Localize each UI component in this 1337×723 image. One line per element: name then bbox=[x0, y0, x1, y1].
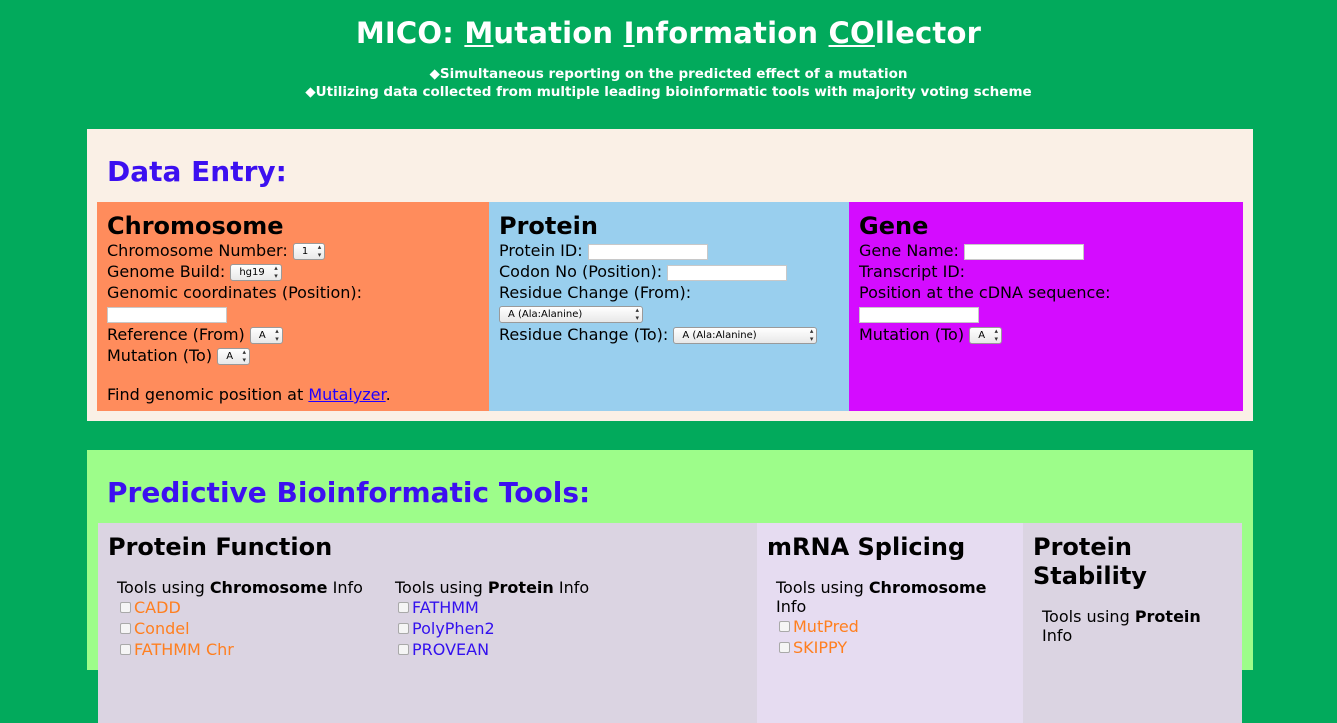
tool-polyphen2[interactable]: PolyPhen2 bbox=[395, 618, 589, 639]
residue-to-select[interactable]: A (Ala:Alanine) bbox=[673, 327, 818, 344]
tool-label: PROVEAN bbox=[412, 640, 490, 659]
checkbox[interactable] bbox=[779, 621, 790, 632]
genomic-coordinates-input[interactable] bbox=[107, 306, 227, 323]
tool-label: FATHMM bbox=[412, 598, 479, 617]
tool-provean[interactable]: PROVEAN bbox=[395, 639, 589, 660]
caption-bold: Protein bbox=[487, 578, 554, 597]
gene-name-input[interactable] bbox=[964, 243, 1084, 260]
caption-bold: Chromosome bbox=[868, 578, 987, 597]
title-text: I bbox=[623, 16, 635, 50]
title-text: nformation bbox=[634, 16, 829, 50]
tools-panel: Predictive Bioinformatic Tools: Protein … bbox=[87, 450, 1253, 723]
tool-cadd[interactable]: CADD bbox=[117, 597, 363, 618]
residue-from-label: Residue Change (From): bbox=[499, 283, 692, 302]
title-text: MICO: bbox=[355, 16, 465, 50]
protein-section: Protein Protein ID: Codon No (Position):… bbox=[489, 202, 849, 411]
feature-bullet: ◆Simultaneous reporting on the predicted… bbox=[429, 66, 908, 82]
mutation-select[interactable]: A bbox=[217, 348, 251, 365]
title-text: CO bbox=[828, 16, 875, 50]
tool-fathmm-chr[interactable]: FATHMM Chr bbox=[117, 639, 363, 660]
chromosome-number-label: Chromosome Number: bbox=[107, 241, 288, 260]
caption-text: Tools using bbox=[1042, 607, 1135, 626]
gene-heading: Gene bbox=[859, 212, 929, 240]
gene-section: Gene Gene Name: Transcript ID: Position … bbox=[849, 202, 1243, 411]
chromosome-number-select[interactable]: 1 bbox=[292, 243, 326, 260]
feature-bullet: ◆Utilizing data collected from multiple … bbox=[305, 84, 1032, 100]
title-text: M bbox=[464, 16, 494, 50]
checkbox[interactable] bbox=[120, 602, 131, 613]
data-entry-panel: Data Entry: Chromosome Chromosome Number… bbox=[87, 129, 1253, 421]
caption-text: Tools using bbox=[117, 578, 210, 597]
chromosome-heading: Chromosome bbox=[107, 212, 284, 240]
caption-bold: Chromosome bbox=[209, 578, 328, 597]
caption-text: Info bbox=[1042, 626, 1073, 645]
heading-line: Stability bbox=[1033, 562, 1147, 590]
gene-mutation-label: Mutation (To) bbox=[859, 325, 965, 344]
protein-tools-caption: Tools using Protein Info bbox=[395, 578, 589, 597]
checkbox[interactable] bbox=[398, 623, 409, 634]
title-text: utation bbox=[493, 16, 624, 50]
tool-label: FATHMM Chr bbox=[134, 640, 234, 659]
genome-build-label: Genome Build: bbox=[107, 262, 226, 281]
residue-from-select[interactable]: A (Ala:Alanine) bbox=[499, 306, 643, 323]
mutation-label: Mutation (To) bbox=[107, 346, 213, 365]
page-title: MICO: Mutation Information COllector bbox=[0, 16, 1337, 50]
genome-build-select[interactable]: hg19 bbox=[230, 264, 282, 281]
caption-text: Info bbox=[327, 578, 363, 597]
caption-bold: Protein bbox=[1134, 607, 1201, 626]
codon-label: Codon No (Position): bbox=[499, 262, 663, 281]
tool-label: Condel bbox=[134, 619, 190, 638]
transcript-id-label: Transcript ID: bbox=[859, 262, 966, 281]
gene-name-label: Gene Name: bbox=[859, 241, 959, 260]
protein-heading: Protein bbox=[499, 212, 598, 240]
cdna-position-input[interactable] bbox=[859, 306, 979, 323]
caption-text: Tools using bbox=[395, 578, 488, 597]
checkbox[interactable] bbox=[120, 623, 131, 634]
caption-text: Tools using bbox=[776, 578, 869, 597]
chromosome-tools-caption: Tools using Chromosome Info bbox=[117, 578, 363, 597]
tool-label: MutPred bbox=[793, 617, 859, 636]
genomic-coordinates-label: Genomic coordinates (Position): bbox=[107, 283, 363, 302]
protein-id-label: Protein ID: bbox=[499, 241, 583, 260]
find-position-text: Find genomic position at bbox=[107, 385, 309, 404]
protein-function-section: Protein Function Tools using Chromosome … bbox=[98, 523, 757, 723]
mutalyzer-link[interactable]: Mutalyzer bbox=[308, 385, 386, 404]
tool-fathmm[interactable]: FATHMM bbox=[395, 597, 589, 618]
checkbox[interactable] bbox=[398, 602, 409, 613]
protein-id-input[interactable] bbox=[587, 243, 708, 260]
find-position-suffix: . bbox=[385, 385, 391, 404]
caption-text: Info bbox=[776, 597, 807, 616]
cdna-position-label: Position at the cDNA sequence: bbox=[859, 283, 1111, 302]
data-entry-title: Data Entry: bbox=[107, 155, 287, 188]
protein-tools-group: Tools using Protein Info FATHMM PolyPhen… bbox=[395, 578, 589, 660]
title-text: llector bbox=[874, 16, 982, 50]
residue-to-label: Residue Change (To): bbox=[499, 325, 669, 344]
mrna-splicing-heading: mRNA Splicing bbox=[767, 533, 966, 561]
reference-select[interactable]: A bbox=[249, 327, 283, 344]
protein-function-heading: Protein Function bbox=[108, 533, 333, 561]
tool-label: CADD bbox=[134, 598, 181, 617]
tool-mutpred[interactable]: MutPred bbox=[776, 616, 1006, 637]
chromosome-section: Chromosome Chromosome Number: 1 Genome B… bbox=[97, 202, 489, 411]
tool-label: PolyPhen2 bbox=[412, 619, 495, 638]
reference-label: Reference (From) bbox=[107, 325, 245, 344]
checkbox[interactable] bbox=[398, 644, 409, 655]
caption-text: Info bbox=[553, 578, 590, 597]
tools-title: Predictive Bioinformatic Tools: bbox=[107, 476, 591, 509]
codon-input[interactable] bbox=[667, 264, 788, 281]
gene-mutation-select[interactable]: A bbox=[969, 327, 1003, 344]
heading-line: Protein bbox=[1033, 533, 1132, 561]
tool-condel[interactable]: Condel bbox=[117, 618, 363, 639]
checkbox[interactable] bbox=[120, 644, 131, 655]
